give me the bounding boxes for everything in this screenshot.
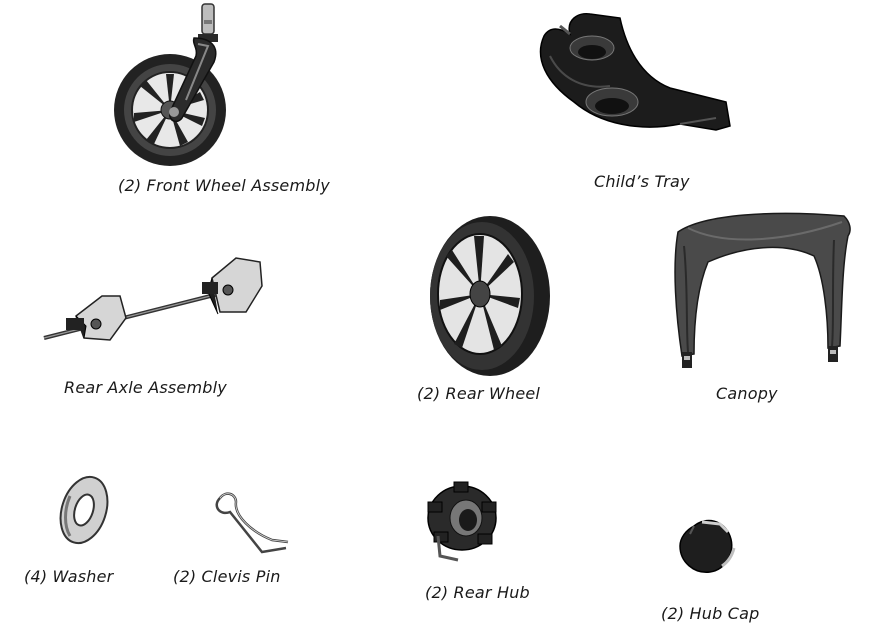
rear-axle-assembly-label: Rear Axle Assembly xyxy=(64,378,227,397)
childs-tray-illustration xyxy=(539,12,731,131)
clevis-pin-label: (2) Clevis Pin xyxy=(173,567,281,586)
washer-illustration xyxy=(59,475,109,545)
canopy-label: Canopy xyxy=(716,384,778,403)
rear-axle-assembly-illustration xyxy=(43,257,263,341)
childs-tray-label: Child’s Tray xyxy=(594,172,690,191)
clevis-pin-illustration xyxy=(215,492,289,554)
hub-cap-label: (2) Hub Cap xyxy=(661,604,760,623)
hub-cap-illustration xyxy=(679,519,736,573)
front-wheel-assembly-illustration xyxy=(114,3,226,166)
rear-wheel-illustration xyxy=(430,216,550,376)
canopy-illustration xyxy=(674,212,851,368)
front-wheel-assembly-label: (2) Front Wheel Assembly xyxy=(118,176,330,195)
washer-label: (4) Washer xyxy=(24,567,114,586)
rear-wheel-label: (2) Rear Wheel xyxy=(417,384,541,403)
rear-hub-illustration xyxy=(427,481,497,562)
rear-hub-label: (2) Rear Hub xyxy=(425,583,530,602)
